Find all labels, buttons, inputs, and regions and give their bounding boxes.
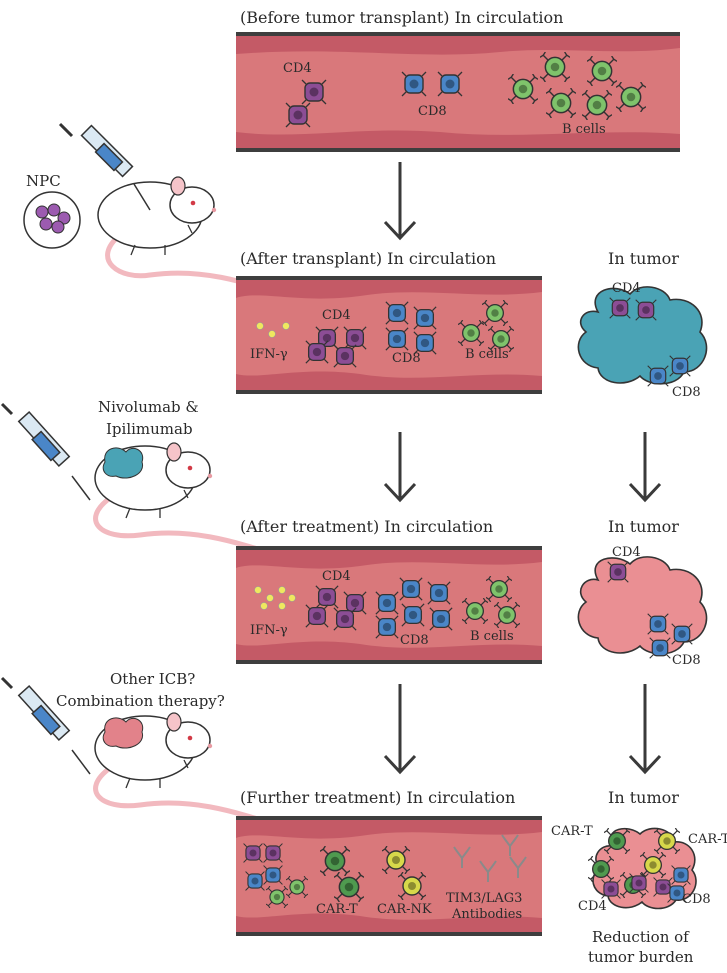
further-label-line1: Other ICB? [110,670,195,688]
stage1-title: (Before tumor transplant) In circulation [240,8,563,27]
stage3-tumor-title: In tumor [608,517,679,536]
stage3-cd4-label: CD4 [322,569,351,584]
stage3-tumor-cd4-cells [607,561,629,583]
stage4-antibodies-label-line2: Antibodies [451,907,522,922]
stage4-tumor-car-t-left-label: CAR-T [551,824,593,839]
stage2-tumor-cd4-label: CD4 [612,281,641,296]
stage3-bcells-label: B cells [470,629,514,644]
stage1-cd4-label: CD4 [283,61,312,76]
stage3-title: (After treatment) In circulation [240,517,493,536]
stage2-tumor-title: In tumor [608,249,679,268]
mouse-treated [93,442,281,559]
syringe-treatment-icon [0,402,91,501]
arrow-stage1-to-stage2 [383,162,417,241]
stage2-cd8-label: CD8 [392,351,421,366]
stage4-vessel [236,816,542,936]
mouse-further-treatment [93,712,281,829]
stage4-tumor-cd4-label: CD4 [578,899,607,914]
stage4-car-nk-label: CAR-NK [377,902,432,917]
stage4-tumor-car-t-right-label: CAR-T [688,832,727,847]
stage4-tumor-caption-line2: tumor burden [588,948,694,966]
stage4-title: (Further treatment) In circulation [240,788,515,807]
stage4-tumor-cd8-label: CD8 [682,892,711,907]
stage1-cd8-label: CD8 [418,104,447,119]
stage3-ifn-label: IFN-γ [250,623,288,638]
stage3-tumor-cd4-label: CD4 [612,545,641,560]
stage2-bcells-label: B cells [465,347,509,362]
stage2-cd4-label: CD4 [322,308,351,323]
treatment-label-line1: Nivolumab & [98,398,199,416]
syringe-further-icon [0,676,91,775]
stage3-vessel [236,546,542,664]
stage1-bcells-label: B cells [562,122,606,137]
npc-cells-bubble [23,191,81,249]
treatment-label-line2: Ipilimumab [106,420,193,438]
arrow-tumor2-to-tumor3 [628,432,662,503]
npc-label: NPC [26,172,61,190]
stage3-tumor-cd8-label: CD8 [672,653,701,668]
stage4-car-t-label: CAR-T [316,902,358,917]
arrow-stage2-to-stage3 [383,432,417,503]
arrow-stage3-to-stage4 [383,684,417,775]
further-label-line2: Combination therapy? [56,692,225,710]
stage2-ifn-dots [256,322,290,338]
stage2-title: (After transplant) In circulation [240,249,496,268]
stage2-tumor-cd8-label: CD8 [672,385,701,400]
stage4-tumor-caption-line1: Reduction of [592,928,690,946]
stage4-tumor-title: In tumor [608,788,679,807]
arrow-tumor3-to-tumor4 [628,684,662,775]
stage3-cd8-label: CD8 [400,633,429,648]
stage3-ifn-dots [254,586,296,610]
stage4-antibodies-label-line1: TIM3/LAG3 [446,891,522,906]
syringe-npc-icon [58,122,151,211]
stage2-ifn-label: IFN-γ [250,347,288,362]
